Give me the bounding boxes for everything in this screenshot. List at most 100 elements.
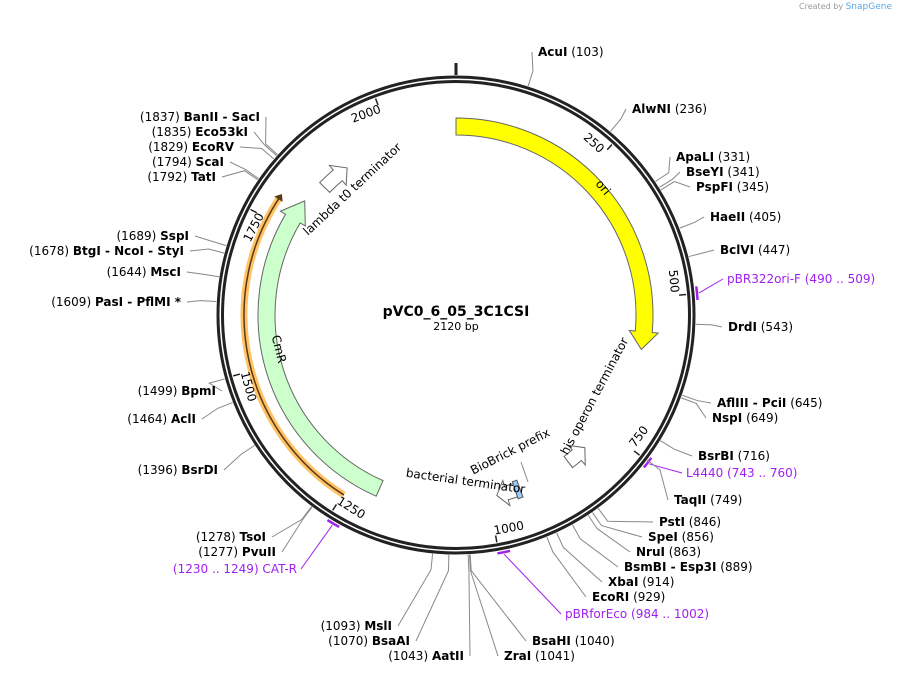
feature-label: CmR <box>269 334 289 365</box>
enzyme-site-bsrbi[interactable]: BsrBI (716) <box>698 449 770 463</box>
primer-label[interactable]: pBRforEco (984 .. 1002) <box>565 607 709 621</box>
enzyme-site-nspi[interactable]: NspI (649) <box>712 411 778 425</box>
enzyme-site-aatii[interactable]: (1043) AatII <box>388 649 464 663</box>
enzyme-leader-line <box>592 512 643 538</box>
feature-label: BioBrick prefix <box>468 425 552 477</box>
primer-pbrforeco-mark[interactable] <box>497 549 511 555</box>
enzyme-site-bclvi[interactable]: BclVI (447) <box>720 243 790 257</box>
enzyme-leader-line <box>281 506 313 553</box>
feature-label: lambda t0 terminator <box>300 140 404 238</box>
backbone-inner-strand <box>221 80 691 550</box>
primer-l4440-mark[interactable] <box>642 457 653 469</box>
enzyme-site-nrui[interactable]: NruI (863) <box>636 545 701 559</box>
enzyme-site-eco53ki[interactable]: (1835) Eco53kI <box>152 125 248 139</box>
tick-mark <box>250 208 258 214</box>
enzyme-leader-line <box>587 514 631 553</box>
enzyme-site-pvuii[interactable]: (1277) PvuII <box>198 545 276 559</box>
enzyme-site-bpmi[interactable]: (1499) BpmI <box>138 384 216 398</box>
enzyme-leader-line <box>397 553 434 627</box>
enzyme-leader-line <box>660 440 693 457</box>
primer-label[interactable]: pBR322ori-F (490 .. 509) <box>727 272 875 286</box>
tick-mark <box>606 144 613 151</box>
enzyme-site-tsoi[interactable]: (1278) TsoI <box>196 530 266 544</box>
enzyme-site-zrai[interactable]: ZraI (1041) <box>504 649 575 663</box>
enzyme-site-ecori[interactable]: EcoRI (929) <box>592 590 665 604</box>
enzyme-leader-line <box>610 108 627 132</box>
enzyme-site-xbai[interactable]: XbaI (914) <box>608 575 675 589</box>
enzyme-leader-line <box>239 146 275 160</box>
enzyme-site-bsrdi[interactable]: (1396) BsrDI <box>138 463 218 477</box>
enzyme-site-drdi[interactable]: DrdI (543) <box>728 320 793 334</box>
primer-leader <box>300 524 333 570</box>
feature-label: bacterial terminator <box>405 466 526 497</box>
enzyme-site-msli[interactable]: (1093) MslI <box>321 619 392 633</box>
enzyme-site-afliii[interactable]: AflIII - PciI (645) <box>717 396 823 410</box>
primer-label[interactable]: (1230 .. 1249) CAT-R <box>173 562 297 576</box>
tick-mark <box>494 535 498 543</box>
enzyme-site-pasi[interactable]: (1609) PasI - PflMI * <box>51 295 182 309</box>
tick-label: 750 <box>626 423 651 450</box>
enzyme-site-apali[interactable]: ApaLI (331) <box>676 150 750 164</box>
primer-label[interactable]: L4440 (743 .. 760) <box>686 466 797 480</box>
enzyme-leader-line <box>189 248 225 254</box>
enzyme-leader-line <box>682 394 712 404</box>
enzyme-site-spei[interactable]: SpeI (856) <box>648 530 714 544</box>
primer-pbr322ori-f-mark[interactable] <box>695 286 699 301</box>
enzyme-leader-line <box>688 249 715 258</box>
enzyme-site-bsmbi[interactable]: BsmBI - Esp3I (889) <box>624 560 753 574</box>
enzyme-leader-line <box>527 51 534 87</box>
enzyme-site-taqii[interactable]: TaqII (749) <box>674 493 742 507</box>
enzyme-site-haeii[interactable]: HaeII (405) <box>710 210 781 224</box>
tick-mark <box>633 450 641 456</box>
enzyme-leader-line <box>223 445 255 471</box>
feature-cmr[interactable] <box>257 200 384 497</box>
credit-prefix: Created by <box>799 2 844 11</box>
enzyme-leader-line <box>681 397 707 419</box>
enzyme-leader-line <box>659 171 681 188</box>
feature-ori[interactable] <box>455 117 660 351</box>
enzyme-site-alwni[interactable]: AlwNI (236) <box>632 102 707 116</box>
enzyme-site-bseyi[interactable]: BseYI (341) <box>686 165 760 179</box>
snapgene-credit: Created by SnapGene <box>799 2 892 12</box>
tick-mark <box>374 98 379 106</box>
enzyme-site-psti[interactable]: PstI (846) <box>659 515 721 529</box>
tick-label: 500 <box>666 269 682 293</box>
enzyme-site-banii[interactable]: (1837) BanII - SacI <box>140 110 260 124</box>
enzyme-site-ecorv[interactable]: (1829) EcoRV <box>148 140 235 154</box>
backbone-outer-strand <box>216 75 696 555</box>
enzyme-leader-line <box>546 536 587 598</box>
plasmid-name: pVC0_6_05_3C1CSI <box>383 304 530 320</box>
tick-mark <box>332 504 338 511</box>
tick-mark <box>232 373 241 377</box>
enzyme-site-sspi[interactable]: (1689) SspI <box>116 229 189 243</box>
enzyme-leader-line <box>655 156 671 182</box>
enzyme-labels: pBR322ori-F (490 .. 509) L4440 (743 .. 76… <box>29 45 875 663</box>
enzyme-leader-line <box>597 508 654 523</box>
enzyme-site-bsaai[interactable]: (1070) BsaAI <box>328 634 410 648</box>
enzyme-leader-line <box>265 116 278 155</box>
enzyme-leader-line <box>572 524 619 568</box>
feature-biobrick-prefix[interactable] <box>511 479 524 500</box>
enzyme-leader-line <box>221 170 259 181</box>
enzyme-site-acui[interactable]: AcuI (103) <box>538 45 604 59</box>
enzyme-leader-line <box>271 506 312 538</box>
enzyme-site-msci[interactable]: (1644) MscI <box>107 265 181 279</box>
feature-his-operon-terminator[interactable] <box>563 444 586 469</box>
enzyme-site-pspfi[interactable]: PspFI (345) <box>696 180 769 194</box>
enzyme-site-tati[interactable]: (1792) TatI <box>147 170 216 184</box>
feature-bacterial-terminator[interactable] <box>496 478 519 507</box>
feature-label: his operon terminator <box>558 335 632 457</box>
enzyme-leader-line <box>646 459 669 501</box>
enzyme-leader-line <box>469 554 527 642</box>
enzyme-leader-line <box>194 235 227 247</box>
enzyme-site-scai[interactable]: (1794) ScaI <box>152 155 224 169</box>
enzyme-site-bsahi[interactable]: BsaHI (1040) <box>532 634 615 648</box>
primer-cat-r-mark[interactable] <box>326 518 340 529</box>
tick-mark <box>679 293 687 296</box>
enzyme-site-acli[interactable]: (1464) AclI <box>127 412 196 426</box>
feature-lambda-t0-terminator[interactable] <box>318 164 348 194</box>
enzyme-site-btgi[interactable]: (1678) BtgI - NcoI - StyI <box>29 244 184 258</box>
enzyme-leader-line <box>186 300 217 303</box>
enzyme-leader-line <box>229 161 259 179</box>
